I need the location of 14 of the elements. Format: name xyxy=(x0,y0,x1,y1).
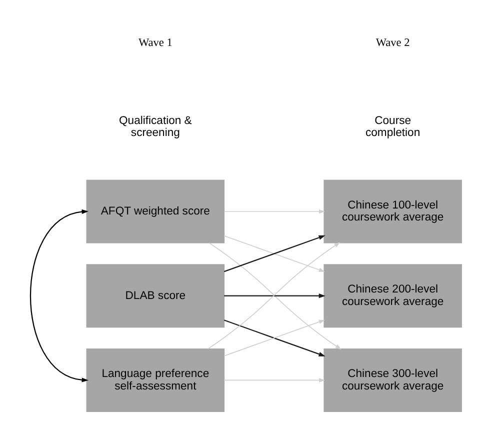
node-box: Chinese 300-level coursework average xyxy=(324,348,462,412)
node-box: DLAB score xyxy=(86,264,225,328)
arrow xyxy=(224,209,326,214)
label: Wave 2 xyxy=(376,36,410,49)
arrow xyxy=(30,209,88,382)
node-box: Chinese 200-level coursework average xyxy=(324,264,462,328)
label: Wave 1 xyxy=(138,36,172,49)
node-box: Chinese 100-level coursework average xyxy=(324,180,462,244)
label: Qualification & screening xyxy=(118,115,192,140)
node-box: Language preference self-assessment xyxy=(86,348,225,412)
arrow xyxy=(224,294,326,298)
label: Course completion xyxy=(366,115,420,140)
arrow xyxy=(224,378,326,382)
node-box: AFQT weighted score xyxy=(86,180,225,244)
